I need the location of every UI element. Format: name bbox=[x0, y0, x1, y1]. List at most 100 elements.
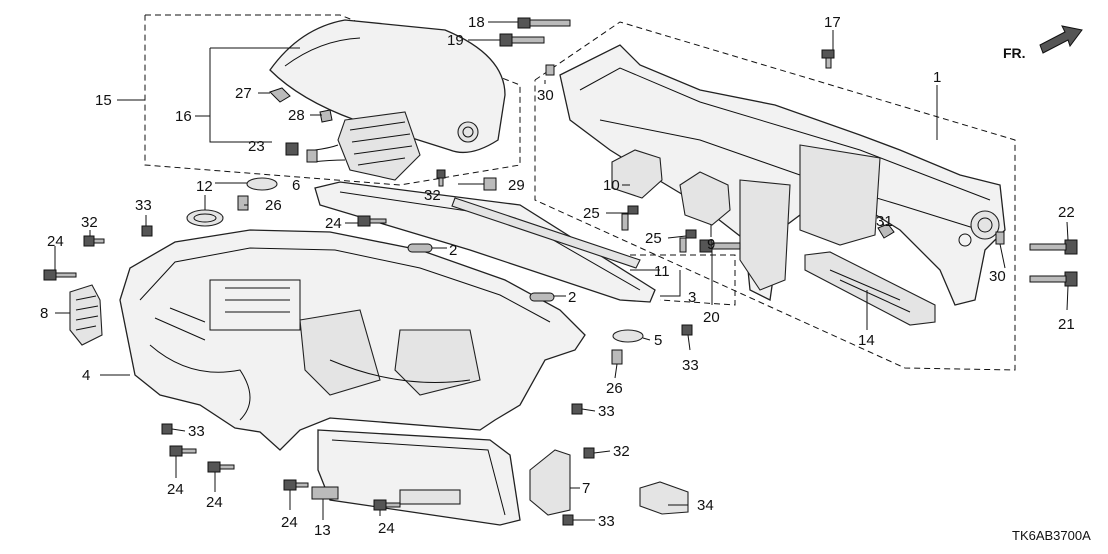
callout-20: 20 bbox=[703, 309, 720, 326]
steering-hanger-frame-part bbox=[559, 44, 1006, 306]
bracket-part-9 bbox=[679, 171, 731, 226]
group-box-frame bbox=[534, 21, 1016, 371]
callout-24-left: 24 bbox=[47, 233, 64, 250]
callout-15: 15 bbox=[95, 92, 112, 109]
screw-33-b bbox=[681, 324, 693, 336]
bolt-24-b2 bbox=[207, 461, 235, 473]
callout-10: 10 bbox=[603, 177, 620, 194]
bolt-25-a bbox=[621, 205, 639, 231]
callout-22: 22 bbox=[1058, 204, 1075, 221]
screw-32-right bbox=[583, 447, 595, 459]
bolt-18 bbox=[517, 17, 571, 29]
callout-19: 19 bbox=[447, 32, 464, 49]
bolt-24-b1 bbox=[169, 445, 197, 457]
callout-33-a: 33 bbox=[135, 197, 152, 214]
screw-33-d bbox=[161, 423, 173, 435]
screw-33-e bbox=[562, 514, 574, 526]
clip-30-top bbox=[545, 64, 555, 76]
callout-27: 27 bbox=[235, 85, 252, 102]
sensor-part-5 bbox=[612, 329, 644, 343]
screw-33-a bbox=[141, 225, 153, 237]
diagram-code: TK6AB3700A bbox=[1012, 528, 1091, 543]
callout-33-b: 33 bbox=[682, 357, 699, 374]
callout-30-right: 30 bbox=[989, 268, 1006, 285]
bolt-19 bbox=[499, 33, 545, 47]
pin-part-2-lower bbox=[529, 292, 555, 302]
callout-33-e: 33 bbox=[598, 513, 615, 530]
callout-4: 4 bbox=[82, 367, 90, 384]
front-arrow-icon bbox=[1039, 25, 1083, 54]
callout-24-top: 24 bbox=[325, 215, 342, 232]
glovebox-part bbox=[317, 429, 521, 526]
callout-13: 13 bbox=[314, 522, 331, 539]
callout-28: 28 bbox=[288, 107, 305, 124]
clip-30-right bbox=[995, 231, 1005, 245]
clip-part-26-upper bbox=[237, 195, 249, 211]
callout-24-b2: 24 bbox=[206, 494, 223, 511]
actuator-part-10 bbox=[611, 149, 663, 199]
group-box-airbag bbox=[144, 14, 521, 186]
callout-labels: 1 2 2 3 4 5 6 7 8 9 10 11 12 13 14 15 16… bbox=[40, 14, 1075, 539]
label-part-34 bbox=[639, 481, 689, 515]
callout-26-upper: 26 bbox=[265, 197, 282, 214]
callout-11: 11 bbox=[654, 263, 670, 280]
bolt-24-left bbox=[43, 269, 77, 281]
clip-28 bbox=[319, 109, 333, 123]
screw-33-c bbox=[571, 403, 583, 415]
clip-29 bbox=[483, 177, 497, 191]
bolt-24-top bbox=[357, 215, 387, 227]
screw-32-left bbox=[83, 235, 105, 247]
side-cover-part bbox=[529, 449, 571, 516]
airbag-lid-part bbox=[269, 19, 506, 154]
pin-part-2-upper bbox=[407, 243, 433, 253]
callout-26-lower: 26 bbox=[606, 380, 623, 397]
callout-2-upper: 2 bbox=[449, 242, 457, 259]
bolt-25-b bbox=[679, 229, 697, 253]
speaker-grille-part-12 bbox=[186, 209, 224, 227]
front-direction-label: FR. bbox=[1003, 45, 1026, 61]
callout-21: 21 bbox=[1058, 316, 1075, 333]
clip-part-26-lower bbox=[611, 349, 623, 365]
pad-part-13 bbox=[311, 486, 339, 500]
callout-32-top: 32 bbox=[424, 187, 441, 204]
callout-32-right: 32 bbox=[613, 443, 630, 460]
screw-32-top bbox=[436, 169, 446, 187]
callout-25-a: 25 bbox=[583, 205, 600, 222]
clip-27 bbox=[269, 87, 291, 103]
sensor-part-6 bbox=[246, 177, 278, 191]
callout-2-lower: 2 bbox=[568, 289, 576, 306]
callout-1: 1 bbox=[933, 69, 941, 86]
callout-12: 12 bbox=[196, 178, 213, 195]
callout-18: 18 bbox=[468, 14, 485, 31]
bolt-20 bbox=[699, 239, 741, 253]
airbag-module-part bbox=[306, 111, 421, 181]
instrument-panel-part bbox=[119, 229, 586, 451]
callout-16: 16 bbox=[175, 108, 192, 125]
callout-17: 17 bbox=[824, 14, 841, 31]
callout-25-b: 25 bbox=[645, 230, 662, 247]
callout-31: 31 bbox=[876, 213, 893, 230]
front-direction-indicator: FR. bbox=[1003, 25, 1083, 61]
clip-31 bbox=[877, 223, 895, 239]
bolt-22 bbox=[1029, 239, 1078, 255]
leader-lines bbox=[54, 21, 1069, 521]
fasteners bbox=[43, 17, 1078, 526]
bolt-21 bbox=[1029, 271, 1078, 287]
callout-5: 5 bbox=[654, 332, 662, 349]
callout-24-b1: 24 bbox=[167, 481, 184, 498]
callout-3: 3 bbox=[688, 289, 696, 306]
callout-24-b3: 24 bbox=[281, 514, 298, 531]
callout-23: 23 bbox=[248, 138, 265, 155]
callout-14: 14 bbox=[858, 332, 875, 349]
lower-bracket-part-14 bbox=[804, 251, 936, 326]
callout-33-c: 33 bbox=[598, 403, 615, 420]
callout-8: 8 bbox=[40, 305, 48, 322]
bolt-17 bbox=[821, 49, 835, 69]
group-box-center-pad bbox=[630, 254, 736, 306]
callout-7: 7 bbox=[582, 480, 590, 497]
callout-29: 29 bbox=[508, 177, 525, 194]
callout-9: 9 bbox=[707, 236, 715, 253]
callout-32-left: 32 bbox=[81, 214, 98, 231]
callout-6: 6 bbox=[292, 177, 300, 194]
